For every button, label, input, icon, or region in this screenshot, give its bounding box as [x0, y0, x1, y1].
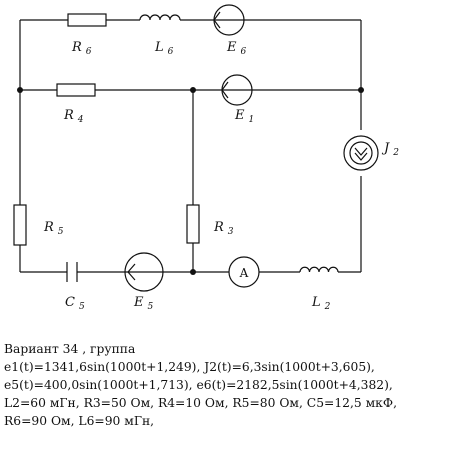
voltage-source-e1: [221, 74, 253, 106]
variant-title: Вариант 34 , группа: [4, 342, 136, 356]
node-right-middle: [358, 87, 364, 93]
ammeter: A: [228, 256, 260, 288]
node-left-middle: [17, 87, 23, 93]
current-source-j2: [343, 135, 379, 171]
inductor-l2: [299, 266, 339, 273]
params-line-2: e5(t)=400,0sin(1000t+1,713), e6(t)=2182,…: [4, 378, 393, 392]
resistor-r4: [56, 83, 96, 97]
voltage-source-e6: [213, 4, 245, 36]
variant-info: Вариант 34 , группа e1(t)=1341,6sin(1000…: [4, 340, 448, 430]
resistor-r3: [186, 204, 200, 244]
node-center-bottom: [190, 269, 196, 275]
voltage-source-e5: [124, 252, 164, 292]
inductor-l6: [139, 14, 181, 21]
params-line-3: L2=60 мГн, R3=50 Ом, R4=10 Ом, R5=80 Ом,…: [4, 396, 397, 410]
capacitor-c5: [66, 262, 78, 282]
wires: [19, 19, 362, 273]
resistor-r6: [67, 13, 107, 27]
resistor-r5: [13, 204, 27, 246]
params-line-1: e1(t)=1341,6sin(1000t+1,249), J2(t)=6,3s…: [4, 360, 375, 374]
params-line-4: R6=90 Ом, L6=90 мГн,: [4, 414, 155, 428]
ammeter-label: A: [239, 266, 249, 280]
node-center-middle: [190, 87, 196, 93]
